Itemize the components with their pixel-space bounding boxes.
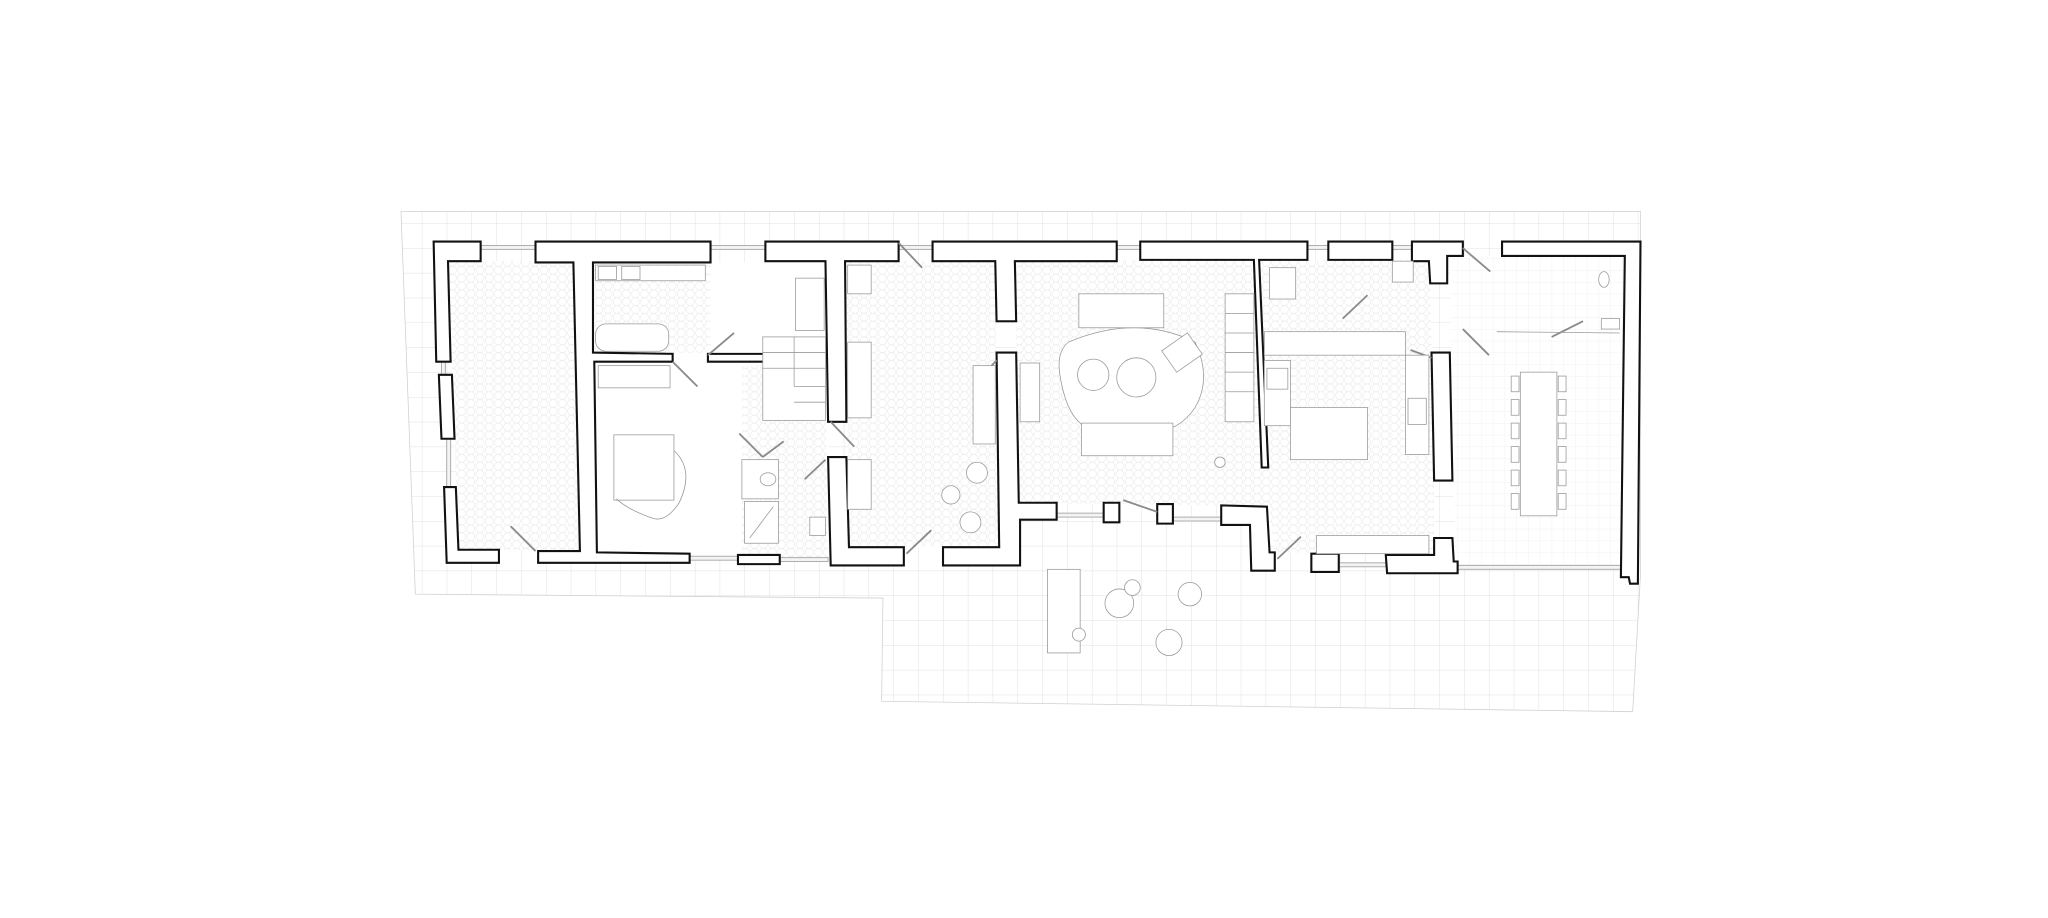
sofa	[1081, 422, 1174, 457]
wall	[1500, 240, 1642, 585]
fridge	[1269, 267, 1297, 300]
wall	[437, 373, 456, 440]
window	[779, 557, 829, 563]
door-swing	[1551, 320, 1584, 338]
door-swing	[762, 440, 785, 458]
shelf	[847, 264, 872, 295]
wall	[764, 240, 900, 423]
wall	[736, 553, 781, 566]
window	[440, 361, 446, 376]
wall	[931, 240, 1118, 323]
bench	[972, 365, 996, 445]
bed	[613, 434, 675, 501]
windows	[440, 244, 1622, 570]
shelf	[847, 341, 872, 419]
person-figure	[1214, 456, 1226, 468]
door-swing	[830, 421, 855, 448]
wall	[1156, 503, 1174, 525]
partition	[1496, 331, 1620, 334]
sink	[1407, 397, 1427, 425]
rug	[616, 450, 687, 520]
door-swings	[510, 242, 1584, 560]
wall	[1220, 504, 1276, 572]
door-swing	[897, 242, 923, 269]
wall	[432, 240, 482, 363]
wall	[1430, 351, 1454, 482]
wall	[1327, 240, 1394, 261]
sofa	[1078, 293, 1165, 329]
outdoor-chair	[1124, 579, 1141, 596]
door-swing	[1462, 247, 1491, 273]
window	[1056, 512, 1105, 518]
wall	[941, 351, 1058, 567]
washbasin	[1391, 260, 1414, 283]
outdoor-chair	[1177, 582, 1203, 607]
window	[480, 244, 537, 250]
wall	[706, 352, 766, 363]
bench	[1316, 534, 1430, 555]
staircase	[762, 336, 826, 421]
window	[1306, 244, 1329, 250]
person-figure	[1071, 627, 1086, 642]
washbasin	[621, 265, 641, 280]
chair	[966, 461, 988, 484]
dining-chairs	[1510, 375, 1567, 510]
chair	[959, 511, 982, 534]
kitchen-counter	[1263, 331, 1406, 356]
window	[710, 244, 766, 250]
outdoor-chair	[1155, 629, 1183, 656]
wall	[1384, 536, 1459, 575]
coffee-table	[1116, 357, 1157, 398]
window	[689, 555, 739, 561]
door-swing	[1122, 499, 1158, 513]
door-swing	[905, 529, 932, 555]
wall	[827, 455, 905, 567]
staircase	[1224, 293, 1255, 423]
door-swing	[707, 332, 735, 356]
wall	[1310, 552, 1340, 573]
cooktop	[1266, 367, 1289, 390]
window	[446, 438, 452, 488]
bathtub	[595, 323, 670, 352]
door-swing	[738, 432, 764, 458]
window	[1338, 562, 1387, 568]
door-swing	[1276, 536, 1302, 560]
armchair	[1161, 332, 1203, 373]
door-swing	[803, 458, 827, 480]
toilet	[759, 472, 777, 487]
wall	[1410, 240, 1464, 285]
bench	[1019, 362, 1041, 423]
shelf	[795, 277, 825, 331]
door-swing	[1342, 294, 1369, 320]
window	[1172, 516, 1222, 522]
wall	[534, 240, 712, 564]
washbasin	[1600, 318, 1620, 330]
dining-table	[1519, 371, 1558, 517]
furniture	[595, 260, 1620, 656]
wall	[1102, 501, 1121, 524]
wardrobe	[597, 365, 671, 389]
window	[1391, 244, 1413, 250]
toilet	[1598, 271, 1610, 288]
washbasin	[597, 265, 617, 280]
washbasin	[809, 516, 826, 536]
shelf	[847, 459, 872, 510]
door-swing	[672, 361, 699, 388]
kitchen-island	[1290, 407, 1368, 461]
door-swing	[1462, 328, 1490, 356]
coffee-table	[1077, 358, 1110, 391]
wall	[443, 486, 500, 564]
window	[1457, 564, 1622, 570]
chair	[941, 485, 961, 505]
door-swing	[510, 525, 537, 552]
window	[1116, 244, 1141, 250]
outdoor-table	[1104, 588, 1135, 619]
